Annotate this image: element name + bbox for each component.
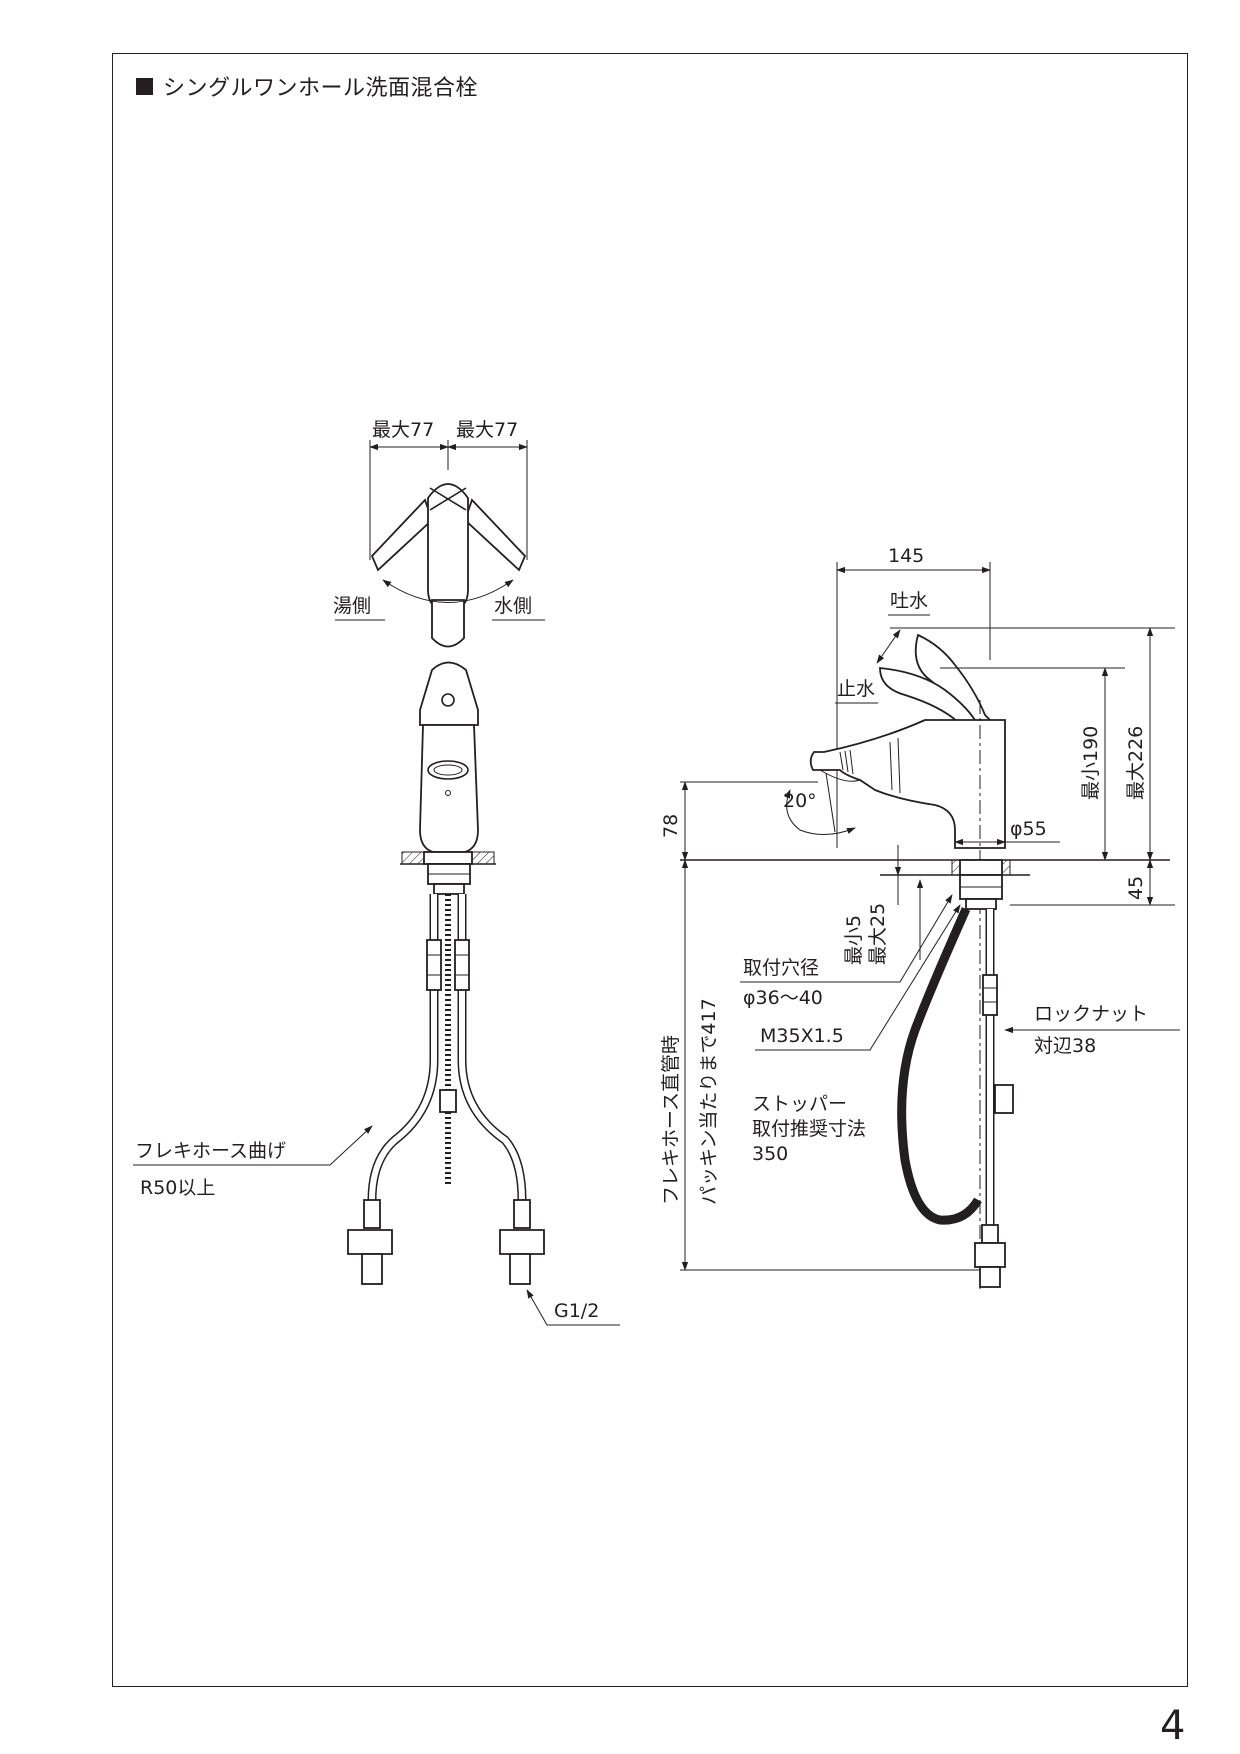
- connection-leader: [526, 1289, 620, 1326]
- front-shank: [433, 883, 465, 895]
- connection-label: G1/2: [554, 1300, 599, 1322]
- front-cold-nut: [513, 1199, 531, 1229]
- side-shank: [965, 898, 997, 910]
- cold-side-label: 水側: [494, 595, 532, 617]
- page-frame: [112, 53, 1188, 1687]
- hose-bend-leader: [133, 1125, 373, 1166]
- hose-bend-label-1: フレキホース曲げ: [135, 1140, 286, 1162]
- thread-label: M35X1.5: [760, 1025, 844, 1047]
- side-lever-range-arrow: [876, 629, 901, 664]
- hose-bend-label-2: R50以上: [140, 1177, 215, 1199]
- hole-size-label: φ36〜40: [743, 987, 823, 1009]
- hose-straight-label-1: フレキホース直管時: [660, 1035, 682, 1205]
- side-min-height-label: 最小190: [1080, 726, 1102, 800]
- side-spout-height-label: 78: [660, 814, 682, 838]
- page-number: 4: [1160, 1703, 1186, 1749]
- side-shower-head-line: [819, 769, 861, 782]
- side-angle-label: 20°: [783, 790, 817, 812]
- front-shower-connector: [439, 1089, 457, 1113]
- hole-size-leader: [740, 894, 953, 983]
- stopper-label-3: 350: [752, 1143, 788, 1165]
- top-handle-left-position: [370, 498, 434, 572]
- side-thickness-label: 45: [1125, 876, 1147, 900]
- water-off-label: 止水: [837, 678, 875, 700]
- side-reach-label: 145: [888, 545, 924, 567]
- side-hose-fitting: [982, 974, 998, 1016]
- side-valve-nut: [981, 1224, 999, 1244]
- side-valve-outlet: [979, 1266, 1001, 1288]
- locknut-label: ロックナット: [1034, 1003, 1148, 1025]
- top-rotation-arc: [382, 579, 514, 603]
- front-faucet-body: [419, 724, 479, 853]
- hot-side-label: 湯側: [333, 595, 371, 617]
- side-valve: [974, 1242, 1006, 1268]
- side-view: 145 吐水 止水 最小190 最大226 78 20°: [660, 545, 1180, 1290]
- locknut-size-label: 対辺38: [1034, 1035, 1096, 1057]
- top-handle-right-position: [463, 498, 527, 572]
- front-view: フレキホース曲げ R50以上 G1/2: [133, 661, 620, 1326]
- front-handle-lever: [427, 760, 469, 780]
- side-stopper-weight: [994, 1084, 1014, 1114]
- front-cold-valve-outlet: [509, 1253, 531, 1285]
- top-spout-body: [431, 599, 465, 648]
- counter-max-label: 最大25: [867, 903, 889, 965]
- hole-label: 取付穴径: [743, 957, 819, 979]
- front-body-dot: [445, 790, 451, 796]
- front-base-flange: [423, 851, 473, 865]
- side-angle-line: [825, 772, 836, 833]
- water-on-label: 吐水: [890, 590, 928, 612]
- side-angle-arc: [784, 789, 856, 835]
- page-title: シングルワンホール洗面混合栓: [136, 70, 478, 102]
- counter-min-label: 最小5: [843, 915, 865, 965]
- stopper-label-1: ストッパー: [752, 1093, 847, 1115]
- title-square-icon: [136, 77, 153, 95]
- top-handle-cross-2: [429, 487, 467, 511]
- side-base-flange: [959, 859, 1003, 876]
- side-shower-hose: [897, 907, 982, 1225]
- stopper-label-2: 取付推奨寸法: [752, 1118, 866, 1140]
- side-max-height-label: 最大226: [1125, 726, 1147, 800]
- top-view: 最大77 最大77 湯側 水側: [333, 419, 545, 648]
- thread-leader: [755, 904, 961, 1051]
- front-hot-valve: [347, 1229, 393, 1255]
- front-cold-valve: [499, 1229, 545, 1255]
- top-max-right-label: 最大77: [456, 419, 518, 441]
- top-max-left-label: 最大77: [372, 419, 434, 441]
- side-base-dia-label: φ55: [1010, 818, 1047, 840]
- hose-straight-label-2: パッキン当たりまで417: [698, 998, 720, 1205]
- front-hot-hose-fitting: [426, 939, 442, 991]
- front-handle-screw: [441, 693, 455, 707]
- front-handle-lever-inner: [433, 764, 463, 776]
- top-handle-body: [427, 483, 469, 611]
- front-hot-valve-outlet: [361, 1253, 383, 1285]
- side-faucet-body: [809, 719, 1006, 849]
- title-text: シングルワンホール洗面混合栓: [163, 76, 479, 101]
- front-hot-nut: [363, 1199, 381, 1229]
- front-cold-hose-fitting: [454, 939, 470, 991]
